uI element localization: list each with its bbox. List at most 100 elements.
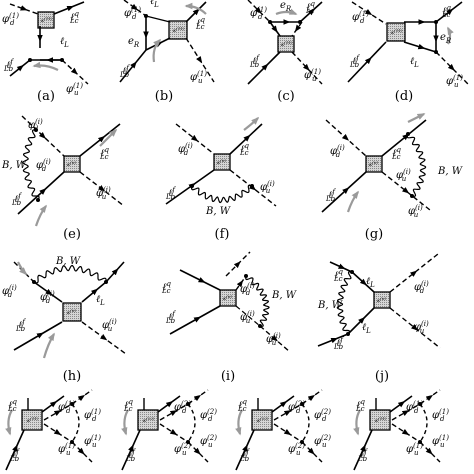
momentum-flow-arrow [17,261,28,276]
phi-u-out-line [71,441,93,463]
label-superscript: (1) [311,68,321,76]
momentum-flow-arrow [184,2,207,15]
label-base: φ [414,282,421,293]
particle-label: φ(i)u [414,320,429,335]
label-base: φ [288,444,295,455]
label-base: φ [432,436,439,447]
particle-label: φ(i)d [330,144,345,159]
label-subscript: Lc [195,23,205,31]
label-base: ℓ [96,294,100,305]
label-base: φ [266,334,273,345]
label-superscript: f [363,448,368,456]
kappa-symbol: κ [26,418,31,424]
label-subscript: u [102,193,107,201]
label-subscript: Lc [333,275,343,283]
label-base: ℓ [8,400,12,411]
label-superscript: (2) [321,408,331,416]
label-superscript: (i) [421,320,429,328]
label-subscript: u [74,89,79,97]
label-base: e [128,36,134,47]
label-base: ℓ [252,56,256,67]
vertex-kappa-label: κ(11) [280,40,293,48]
label-superscript: q [447,4,452,12]
label-base: φ [414,322,421,333]
effective-vertex-box [373,291,391,309]
label-subscript: u [322,441,327,449]
label-base: ℓ [196,18,200,29]
label-subscript: d [10,19,15,27]
label-base: φ [174,402,181,413]
gauge-boson-line [336,271,353,335]
momentum-flow-arrow [42,332,55,359]
lepton-out-line [381,119,427,157]
vertex-dot [298,20,302,24]
label-subscript: u [66,449,71,457]
label-subscript: Lc [355,405,365,413]
vertex-kappa-label: κ(22) [142,416,155,424]
label-subscript: L [153,1,159,9]
kappa-symbol: κ [368,162,373,168]
phi-loop-right [71,403,80,443]
vertex-kappa-label: κ(11) [390,28,403,36]
kappa-symbol: κ [376,298,381,304]
label-base: φ [352,12,359,23]
label-subscript: Lb [349,61,360,69]
label-base: ℓ [366,276,370,287]
particle-label: ℓL [150,0,159,9]
vertex-dot [250,184,254,188]
label-base: ℓ [6,60,10,71]
particle-label: φ(i)u [102,318,117,333]
label-subscript: L [413,61,419,69]
label-base: φ [2,286,9,297]
label-superscript: q [361,398,366,406]
label-subscript: Lb [165,317,176,325]
label-superscript: f [245,448,250,456]
label-subscript: d [258,13,263,21]
label-base: φ [240,284,247,295]
label-base: φ [200,436,207,447]
label-base: φ [36,160,43,171]
label-superscript: (1) [131,6,141,14]
lepton-L-internal [403,41,437,53]
particle-label: ℓL [366,276,375,289]
vertex-dot [32,280,36,284]
label-superscript: q [339,268,344,276]
label-superscript: (1) [257,6,267,14]
label-base: ℓ [238,400,242,411]
label-subscript: d [296,407,301,415]
label-subscript: u [454,81,459,89]
label-base: ℓ [306,2,310,13]
label-subscript: Lc [161,287,171,295]
label-superscript: (i) [415,204,423,212]
label-base: ℓ [356,400,360,411]
label-base: φ [58,444,65,455]
label-base: φ [28,120,35,131]
vertex-dot [144,14,148,18]
particle-label: φ(i)u [260,180,275,195]
vertex-dot [350,270,354,274]
panel-caption: (f) [215,227,230,242]
particle-label: φ(1)u [432,434,449,449]
label-subscript: Lc [7,405,17,413]
particle-label: φ(2)u [174,442,191,457]
kappa-symbol: κ [172,28,177,34]
particle-label: eR [280,0,292,13]
phi-d-line [123,0,147,17]
label-subscript: u [414,449,419,457]
vertex-dot [268,20,272,24]
vertex-kappa-label: κ(11) [26,416,39,424]
label-superscript: (1) [65,442,75,450]
kappa-symbol: κ [66,162,71,168]
panel-caption: (c) [277,89,294,104]
label-subscript: d [182,407,187,415]
